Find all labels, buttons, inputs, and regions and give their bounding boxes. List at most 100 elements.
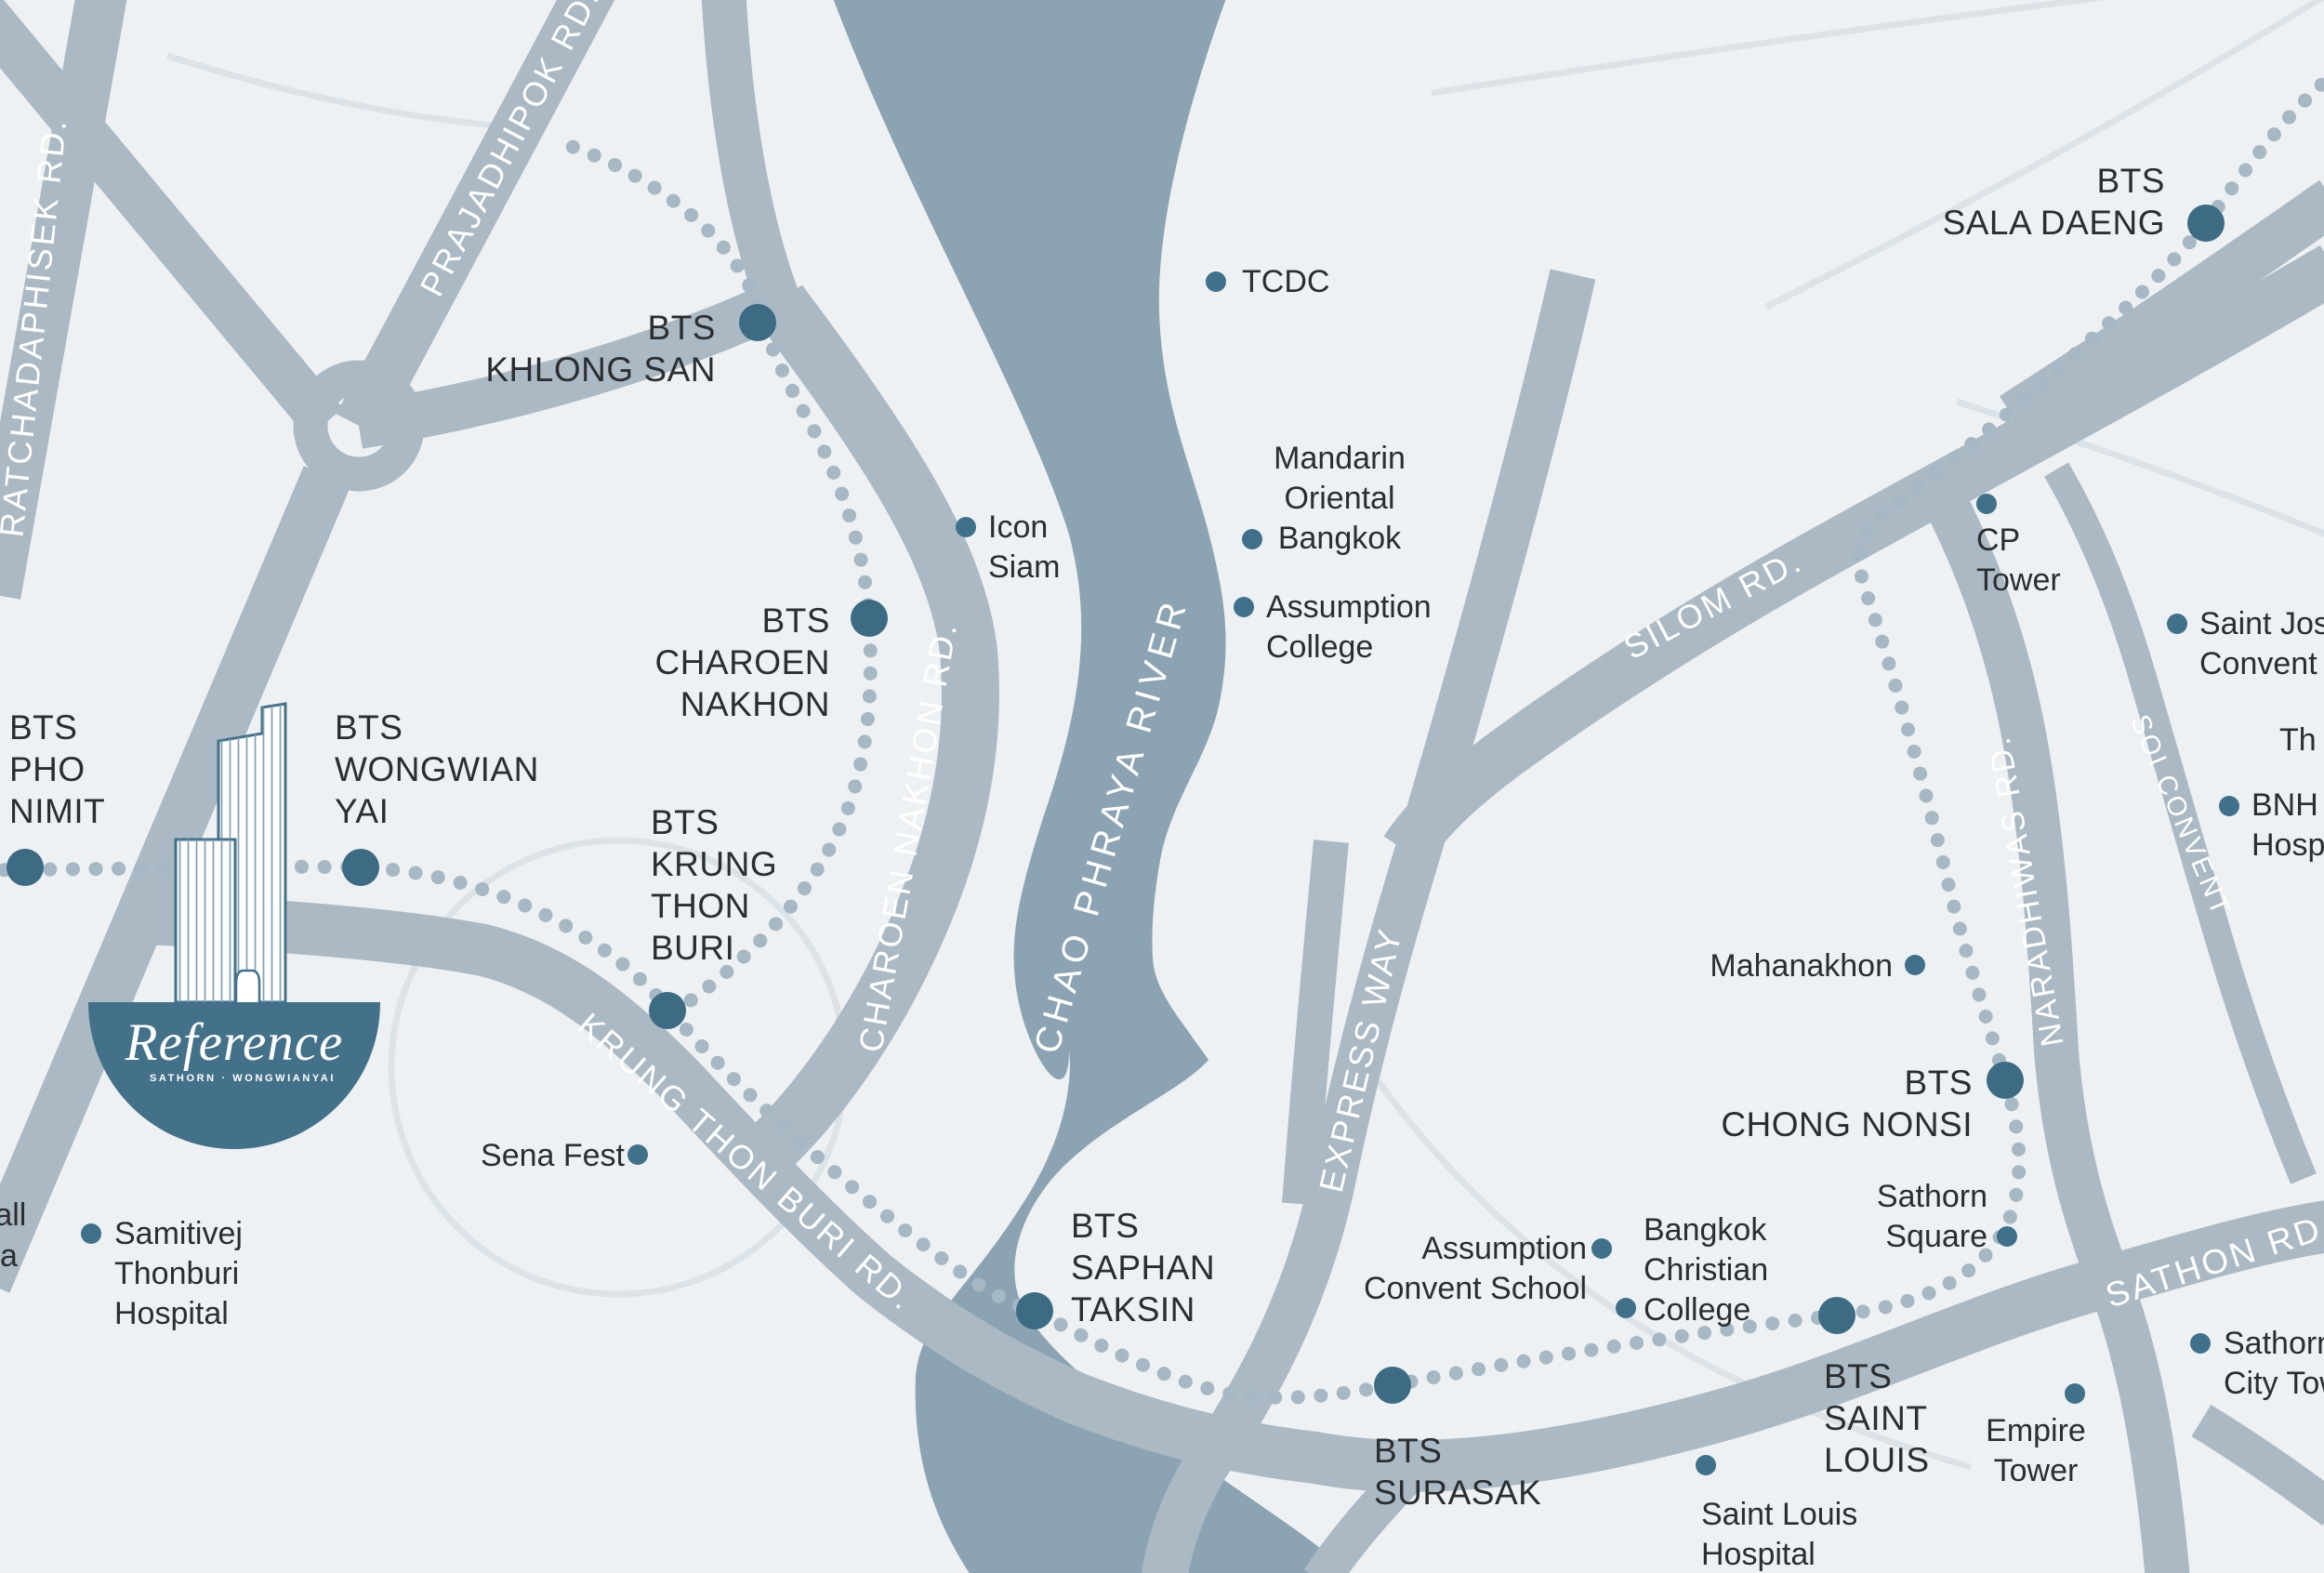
empire-tower-label-line-1: Tower — [1993, 1453, 2079, 1488]
tcdc-label-line-0: TCDC — [1242, 264, 1330, 299]
sathorn-square-dot — [1997, 1226, 2017, 1247]
khlong-san-north-road — [701, 0, 800, 311]
minor-line — [1431, 0, 2109, 97]
bts-krung-thon-buri-label-line-3: BURI — [651, 929, 735, 967]
bangkok-christian-college-label-line-2: College — [1644, 1292, 1751, 1328]
bts-saphan-taksin-label-line-1: SAPHAN — [1071, 1249, 1216, 1287]
cp-tower-dot — [1976, 494, 1997, 514]
bts-saint-louis-label-line-0: BTS — [1824, 1357, 1893, 1395]
empire-tower-label-line-0: Empire — [1986, 1413, 2086, 1448]
sathorn-square-label-line-1: Square — [1885, 1219, 1987, 1254]
saint-joseph-convent-dot — [2167, 614, 2187, 634]
bts-saint-louis-label-line-1: SAINT — [1824, 1399, 1928, 1437]
bts-charoen-nakhon-dot — [851, 600, 888, 637]
bts-wongwian-yai-dot — [342, 849, 379, 886]
minor-line — [1764, 0, 2324, 311]
roundabout-east-road — [355, 281, 789, 449]
bts-krung-thon-buri-label-line-2: THON — [651, 887, 750, 925]
chao-phraya-river-shape — [833, 0, 1350, 1573]
sena-fest-dot — [627, 1144, 648, 1165]
roundabout-southwest-road — [0, 466, 351, 1293]
logo-building-illustration — [174, 702, 287, 1004]
mandarin-oriental-bangkok-label-line-2: Bangkok — [1277, 521, 1402, 556]
bts-khlong-san-label-line-0: BTS — [647, 309, 716, 347]
saint-louis-hospital-dot — [1696, 1455, 1716, 1475]
bts-sala-daeng-dot — [2187, 205, 2225, 242]
th-partial-label: Th — [2279, 720, 2317, 760]
cp-tower-label-line-0: CP — [1976, 522, 2021, 558]
bangkok-christian-college-dot — [1616, 1298, 1636, 1318]
bts-khlong-san-label-line-1: KHLONG SAN — [485, 350, 716, 389]
bts-wongwian-yai-label-line-0: BTS — [335, 708, 403, 747]
prajadhipok-road — [336, 0, 615, 438]
bts-chong-nonsi-label-line-0: BTS — [1904, 1064, 1973, 1102]
sathon-southeast-road — [2191, 1404, 2324, 1527]
ratchadaphisek-road — [0, 0, 127, 600]
sena-fest-label: Sena Fest — [481, 1136, 625, 1176]
mall-partial-2-label: a — [0, 1236, 18, 1276]
cp-tower-label-line-1: Tower — [1976, 562, 2061, 598]
tcdc-dot — [1206, 271, 1226, 292]
bangkok-christian-college-label-line-0: Bangkok — [1644, 1212, 1767, 1248]
icon-siam-dot — [956, 517, 976, 537]
silom-road — [1383, 245, 2324, 866]
bts-charoen-nakhon-label-line-2: NAKHON — [680, 685, 830, 723]
soi-convent-road — [2044, 462, 2317, 1184]
bts-sala-daeng-label-line-0: BTS — [2096, 162, 2165, 200]
topleft-diagonal-road — [0, 0, 344, 438]
sena-fest-label-line-0: Sena Fest — [481, 1138, 625, 1173]
sathorn-city-tower-label-line-1: City Tower — [2224, 1366, 2324, 1401]
bts-saphan-taksin-label-line-2: TAKSIN — [1071, 1290, 1195, 1328]
empire-tower-dot — [2065, 1383, 2085, 1404]
bangkok-christian-college-label-line-1: Christian — [1644, 1252, 1769, 1288]
mandarin-oriental-bangkok-dot — [1242, 529, 1262, 549]
saint-joseph-convent-label-line-1: Convent — [2199, 646, 2317, 681]
bts-charoen-nakhon-label-line-1: CHAROEN — [654, 643, 830, 681]
bts-silom-line-dotted — [0, 73, 2324, 1405]
tcdc-label: TCDC — [1242, 262, 1329, 302]
bnh-hospital-label-line-1: Hosp — [2251, 827, 2324, 863]
mandarin-oriental-bangkok-label-line-0: Mandarin — [1274, 441, 1406, 476]
sathorn-city-tower-label-line-0: Sathorn — [2224, 1326, 2324, 1361]
krung-thon-buri-sathon-road — [142, 892, 2324, 1492]
assumption-college-dot — [1234, 597, 1254, 617]
assumption-convent-school-dot — [1591, 1238, 1612, 1259]
cp-tower-label: CP Tower — [1976, 521, 2061, 601]
expressway-road — [1141, 269, 1596, 1573]
bts-pho-nimit-label-line-1: PHO — [9, 750, 86, 788]
expressway-parallel-road — [1282, 839, 1349, 1206]
icon-siam-label-line-1: Siam — [988, 549, 1061, 585]
assumption-college-label-line-0: Assumption — [1266, 589, 1432, 625]
samitivej-thonburi-hospital-label-line-2: Hospital — [114, 1296, 229, 1331]
wongwian-yai-roundabout — [293, 360, 425, 492]
saint-louis-hospital-label-line-1: Hospital — [1701, 1537, 1816, 1572]
bts-saint-louis-label-line-2: LOUIS — [1824, 1441, 1930, 1479]
bts-chong-nonsi-dot — [1987, 1062, 2024, 1099]
surasak-south-road — [1303, 1447, 1434, 1573]
bts-krung-thon-buri-label-line-0: BTS — [651, 803, 720, 841]
saint-joseph-convent-label-line-0: Saint Jos — [2199, 606, 2324, 641]
sathorn-city-tower-dot — [2190, 1333, 2211, 1354]
charoen-nakhon-road — [741, 284, 999, 1180]
bts-pho-nimit-dot — [7, 849, 44, 886]
logo-subtitle: SATHORN · WONGWIANYAI — [149, 1073, 336, 1084]
mahanakhon-label-line-0: Mahanakhon — [1710, 948, 1893, 984]
assumption-convent-school-label-line-0: Assumption — [1421, 1231, 1587, 1266]
bts-saint-louis-label: BTS SAINT LOUIS — [1824, 1355, 1930, 1481]
